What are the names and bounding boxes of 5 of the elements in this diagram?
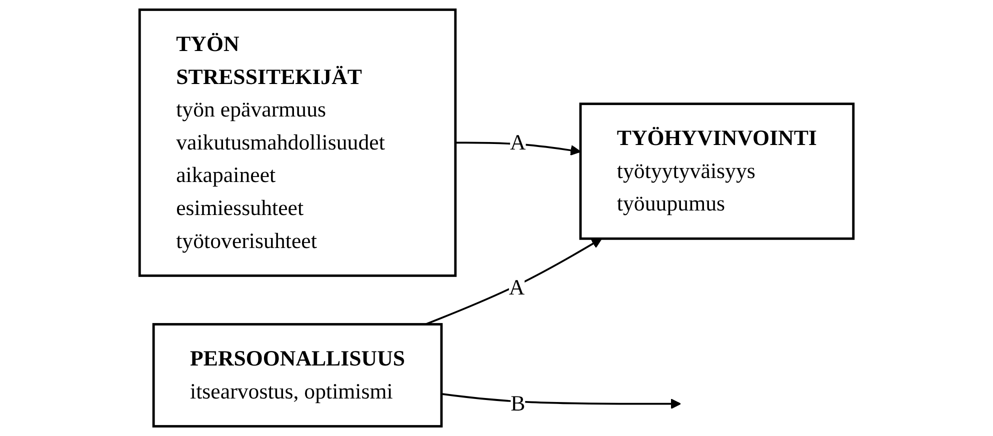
arrow — [425, 238, 602, 326]
arrow — [441, 393, 681, 410]
text-box: TYÖHYVINVOINTI työtyytyväisyys työuupumus — [579, 102, 855, 240]
text-box: PERSOONALLISUUS itsearvostus, optimismi — [152, 323, 443, 428]
text-box: TYÖN STRESSITEKIJÄT työn epävarmuus vaikutusmahdollisuudet aikapaineet esimiessuhteet työtoverisuhteet — [138, 8, 457, 277]
